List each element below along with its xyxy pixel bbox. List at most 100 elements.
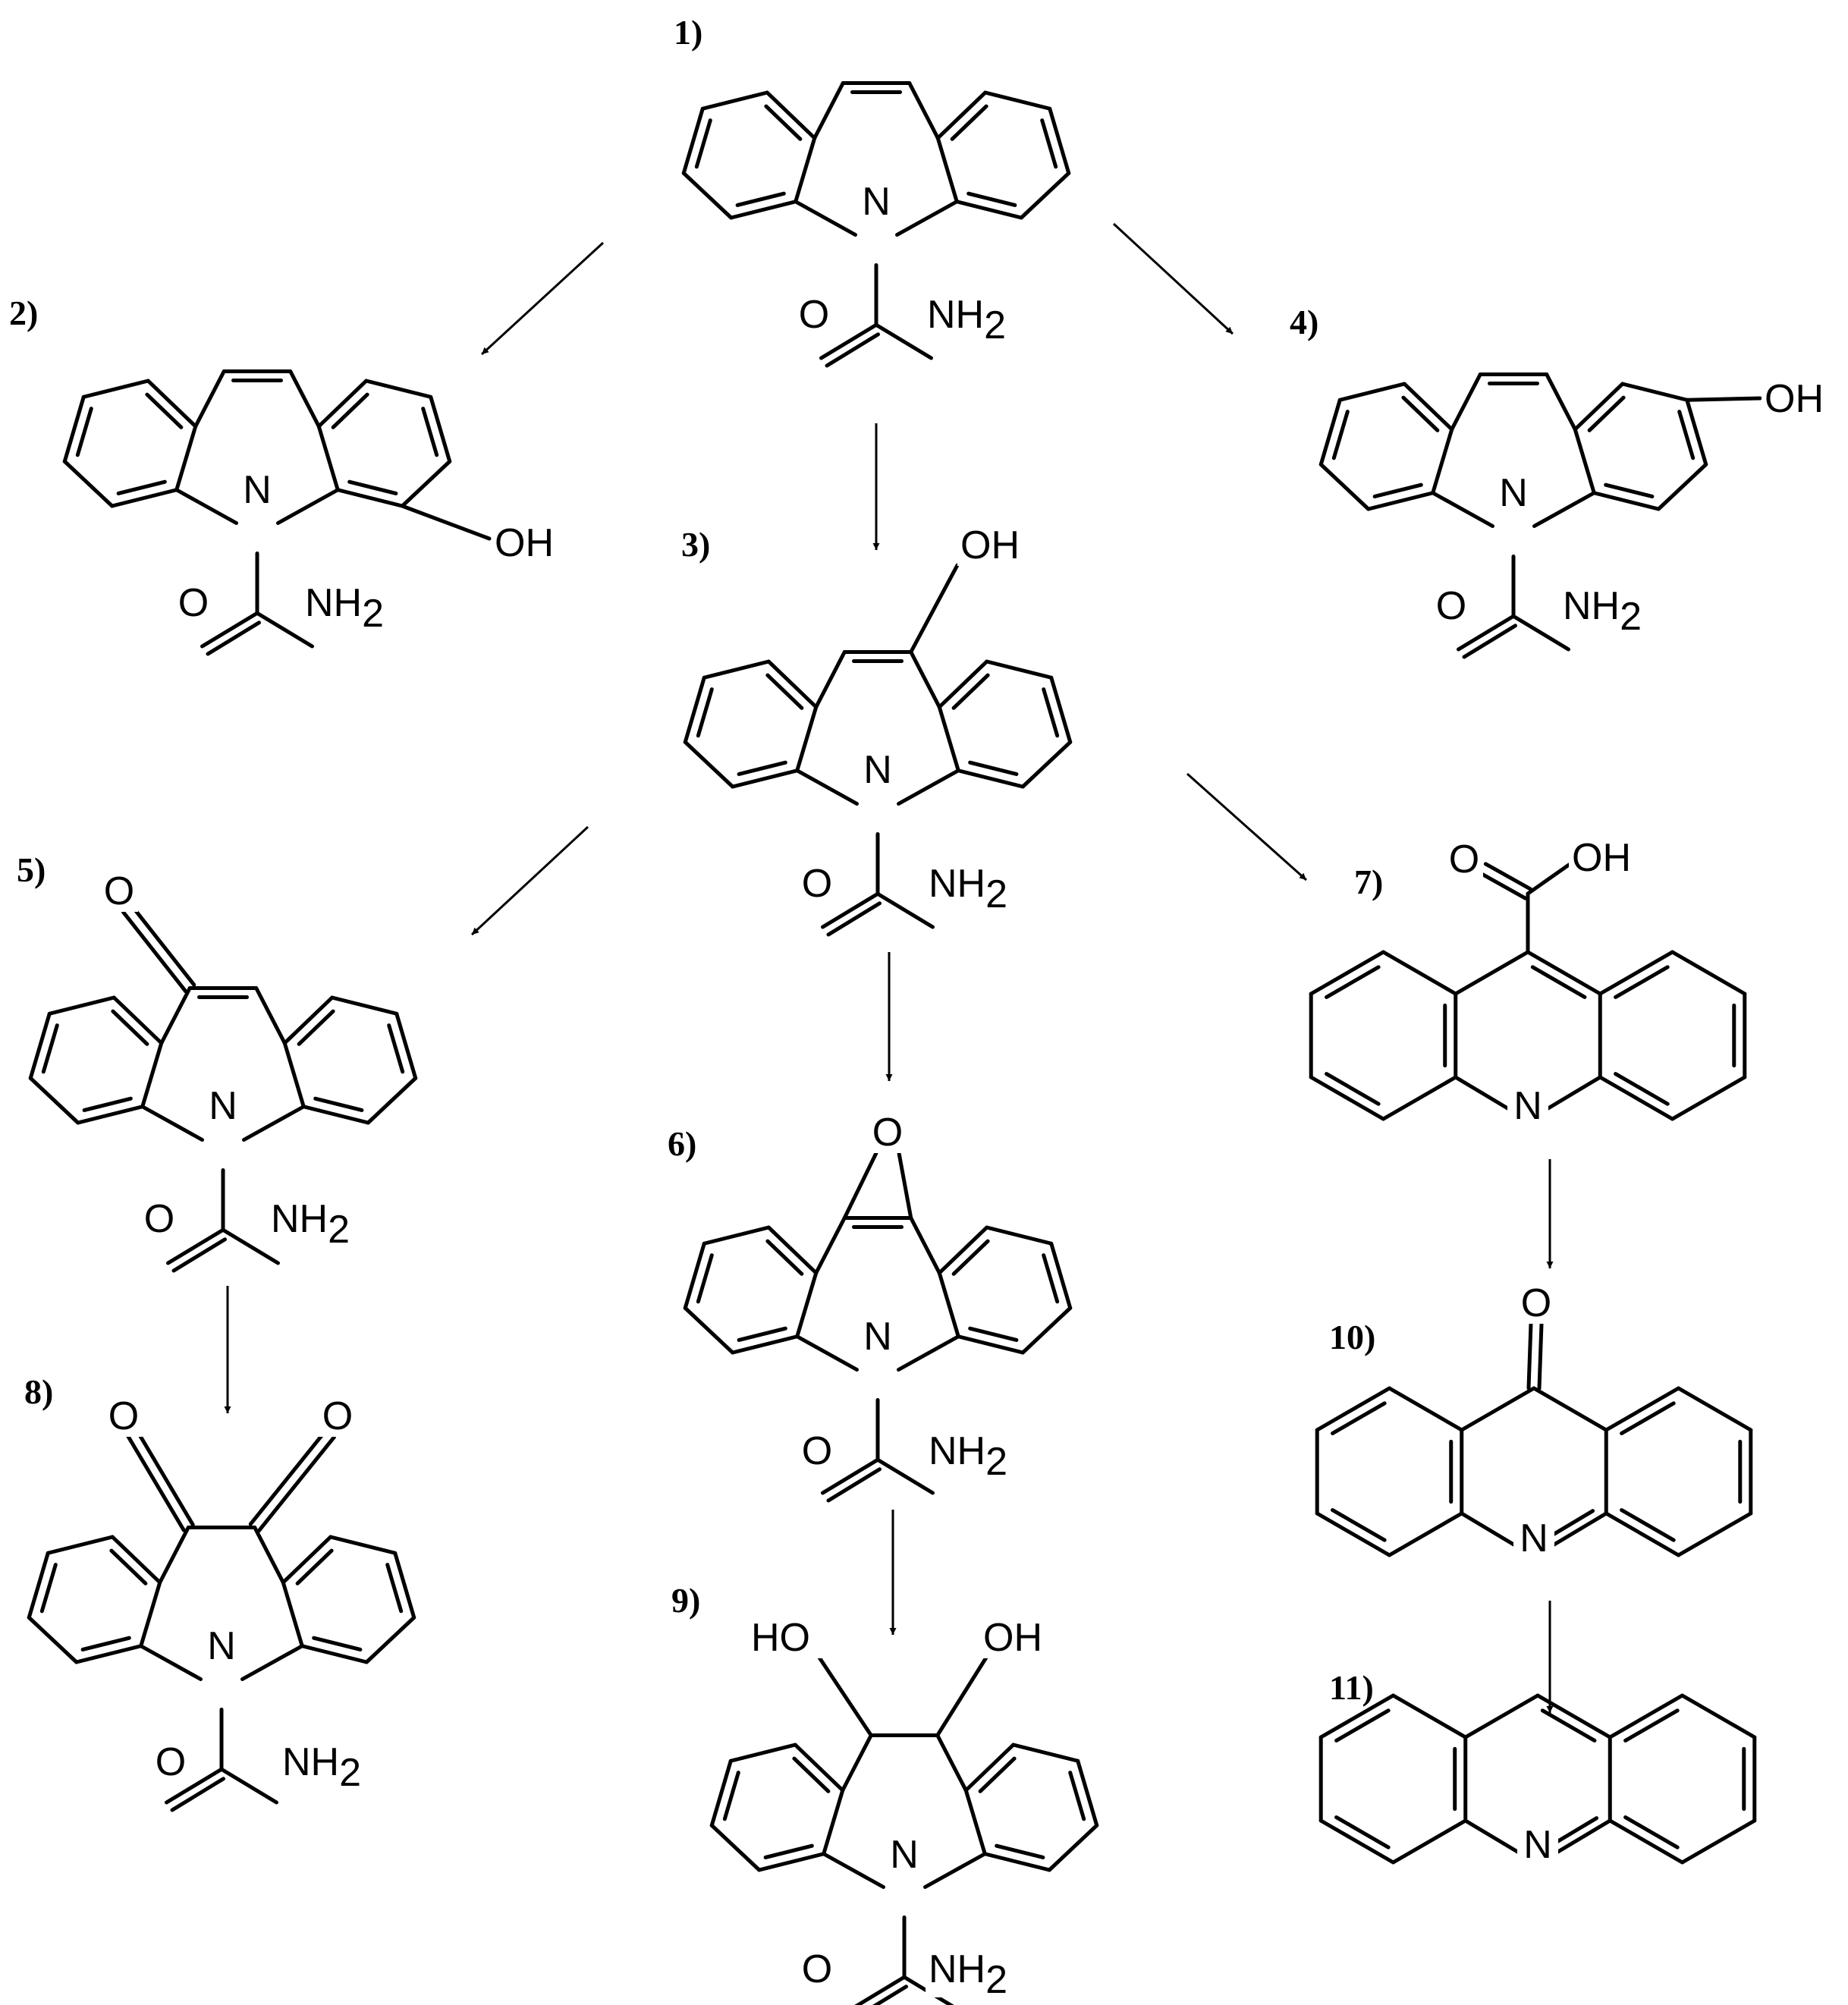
ring-bond: [46, 1535, 115, 1555]
double-bond-inner: [950, 104, 988, 141]
c9-amine: NH2: [929, 1947, 1007, 2002]
double-bond-inner: [765, 1239, 804, 1276]
compound-9-atoms: N O NH2 HO OH: [750, 1614, 1059, 2002]
double-bond-inner: [421, 407, 439, 457]
ring-bond: [1535, 1693, 1612, 1739]
ring-bond: [1670, 1075, 1747, 1121]
carbonyl-bond: [821, 891, 880, 929]
double-bond-inner: [1334, 1815, 1391, 1849]
double-bond-inner: [331, 392, 369, 429]
double-bond-inner: [951, 673, 990, 710]
acid-hydroxyl-bond: [1526, 863, 1571, 896]
ring-bond: [935, 90, 988, 140]
n-bond: [242, 1105, 306, 1142]
amide-bond: [219, 1767, 278, 1805]
ring-bond: [822, 1788, 845, 1856]
ring-bond: [765, 90, 817, 140]
ring-bond: [1598, 1075, 1675, 1121]
ring-bond: [282, 995, 335, 1045]
double-bond-inner: [1331, 410, 1350, 460]
double-bond-inner: [966, 191, 1017, 207]
arrow-1-to-4: [1112, 222, 1234, 335]
n-bond: [795, 1334, 859, 1372]
ring-bond: [364, 1615, 416, 1664]
ring-bond: [1526, 950, 1602, 996]
n-bond: [1431, 491, 1494, 528]
ring-bond: [139, 1580, 162, 1648]
compound-11-atoms: N: [1517, 1822, 1558, 1867]
ring-bond: [963, 1788, 987, 1856]
double-bond-inner: [1614, 1072, 1670, 1106]
ring-bond: [702, 659, 771, 680]
bridge-bond: [814, 1216, 847, 1275]
ring-bond: [709, 1823, 762, 1872]
c5-amine: NH2: [271, 1197, 350, 1252]
double-bond-inner: [145, 392, 184, 429]
double-bond-inner: [737, 1326, 787, 1342]
bridge-bond: [1450, 372, 1482, 432]
c10-ketone-oxygen: O: [1521, 1281, 1551, 1325]
compound-1-atoms: N O NH2: [795, 179, 1023, 347]
arrow-1-to-2: [480, 241, 605, 356]
ring-bond: [62, 459, 115, 508]
carbonyl-bond: [166, 1227, 225, 1265]
ring-bond: [681, 106, 705, 175]
ring-bond: [729, 200, 798, 220]
ring-bond: [1048, 106, 1071, 175]
c7-nitrogen: N: [1513, 1084, 1542, 1128]
n-bond: [897, 1334, 960, 1372]
c4-hydroxyl: OH: [1765, 377, 1824, 421]
double-bond-inner: [1553, 1816, 1599, 1845]
bridge-bond: [193, 369, 226, 429]
ring-bond: [1431, 427, 1454, 495]
ring-bond: [366, 1076, 418, 1125]
double-bond-inner: [792, 1756, 831, 1793]
double-bond-inner: [1614, 965, 1670, 999]
double-bond-inner: [1587, 395, 1626, 432]
ring-bond: [1318, 398, 1342, 467]
ring-bond: [140, 1041, 164, 1109]
double-bond-inner: [995, 1843, 1045, 1859]
ring-bond: [937, 659, 989, 709]
ring-bond: [76, 1105, 145, 1125]
c6-epoxide-oxygen: O: [872, 1111, 903, 1155]
double-bond-inner: [80, 1636, 131, 1651]
ring-bond: [954, 200, 1023, 220]
ring-bond: [1387, 1386, 1464, 1432]
n-bond: [139, 1644, 203, 1681]
double-bond-inner: [1325, 1072, 1381, 1106]
ring-bond: [1309, 950, 1385, 996]
ring-bond: [1402, 382, 1454, 432]
bridge-bond: [253, 1526, 285, 1585]
ring-bond: [282, 1041, 306, 1109]
double-bond-inner: [82, 1096, 133, 1112]
ring-bond: [683, 675, 706, 744]
ring-bond: [1598, 950, 1675, 996]
double-bond-inner: [1334, 1708, 1391, 1743]
double-bond-inner: [696, 687, 714, 738]
carbonyl-bond: [1457, 614, 1516, 652]
ring-bond: [683, 740, 735, 789]
ring-bond: [429, 394, 452, 464]
compound-6-atoms: N O NH2 O: [798, 1109, 1024, 1484]
double-bond-inner: [722, 1771, 740, 1821]
ring-bond: [1366, 491, 1435, 511]
double-bond-inner: [1331, 1401, 1387, 1435]
ring-bond: [1460, 1511, 1521, 1550]
ring-bond: [81, 379, 150, 399]
ring-bond: [985, 1225, 1054, 1246]
ring-bond: [300, 1644, 369, 1664]
carbonyl-bond: [826, 901, 882, 937]
double-bond-inner: [1325, 965, 1381, 999]
ketone-bond: [248, 1428, 328, 1526]
c8-ketone-oxygen-right: O: [322, 1394, 353, 1438]
c7-acid-hydroxyl: OH: [1572, 836, 1631, 880]
epoxide-bond: [897, 1151, 913, 1220]
ring-bond: [1541, 1075, 1602, 1114]
compound-label-1: 1): [674, 13, 702, 52]
ring-bond: [700, 90, 769, 111]
ring-bond: [400, 459, 452, 508]
compound-label-3: 3): [681, 525, 710, 564]
ring-bond: [683, 1241, 706, 1310]
ring-bond: [1680, 1818, 1757, 1865]
